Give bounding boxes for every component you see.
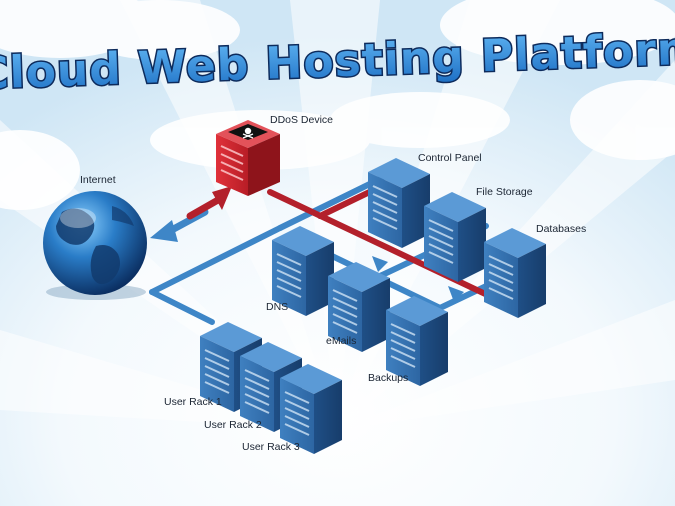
label-ddos-device: DDoS Device [270, 114, 333, 126]
link-blue-top [277, 175, 385, 231]
server-databases[interactable] [484, 228, 546, 318]
server-dns[interactable] [272, 226, 334, 316]
label-control-panel: Control Panel [418, 152, 482, 164]
server-emails[interactable] [328, 262, 390, 352]
label-user-rack-3: User Rack 3 [242, 441, 300, 453]
server-control-panel[interactable] [368, 158, 430, 248]
server-ddos-device[interactable] [216, 120, 280, 196]
arrow-head [372, 256, 388, 272]
server-group [200, 120, 546, 454]
clouds [0, 0, 675, 210]
server-file-storage[interactable] [424, 192, 486, 282]
link-blue-racks [149, 289, 215, 325]
label-emails: eMails [326, 335, 356, 347]
globe-icon [43, 191, 147, 300]
label-user-rack-2: User Rack 2 [204, 419, 262, 431]
arrow-head [448, 286, 464, 302]
link-red-ddos [267, 189, 501, 303]
label-file-storage: File Storage [476, 186, 533, 198]
link-blue-left [149, 225, 283, 295]
label-user-rack-1: User Rack 1 [164, 396, 222, 408]
server-user-rack-3[interactable] [280, 364, 342, 454]
arrow-ddos-out [186, 196, 222, 220]
arrow-head-ddos [212, 186, 232, 210]
label-dns: DNS [266, 301, 288, 313]
skull-crossbones-icon [242, 127, 254, 139]
label-backups: Backups [368, 372, 408, 384]
server-backups[interactable] [386, 296, 448, 386]
arrow-head-internet [150, 220, 178, 242]
label-internet: Internet [80, 174, 116, 186]
label-databases: Databases [536, 223, 586, 235]
labels: DDoS Device Control Panel File Storage D… [164, 114, 586, 453]
